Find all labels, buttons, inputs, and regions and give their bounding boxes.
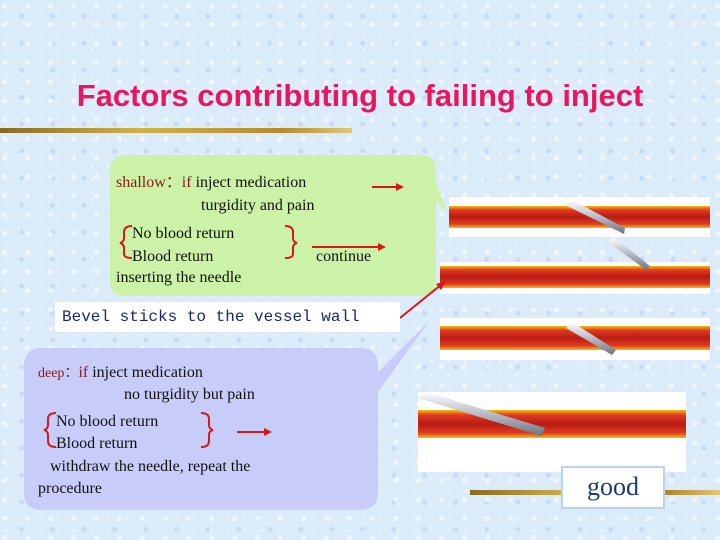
shallow-line-1-text: inject medication [191,174,307,191]
needle-icon [566,322,616,355]
pointer-arrow-head [436,281,446,290]
vessel-deep [440,318,710,360]
deep-line-5: withdraw the needle, repeat the [50,458,251,475]
deep-line-2: no turgidity but pain [124,386,255,403]
shallow-callout-shape [110,155,448,296]
right-brace-icon [200,412,214,448]
vessel-shallow [449,197,710,237]
shallow-line-2: turgidity and pain [201,197,315,214]
deep-callout-shape [24,320,430,510]
deep-line-4: Blood return [56,435,138,452]
deep-line-1-text: inject medication [88,364,203,381]
needle-icon [418,392,545,436]
deep-keyword: deep： [38,366,79,381]
slide-title: Factors contributing to failing to injec… [76,78,644,113]
shallow-keyword: shallow： [116,174,182,191]
bevel-label: Bevel sticks to the vessel wall [55,302,400,332]
left-brace-icon [43,412,57,448]
deep-line-6: procedure [38,480,102,497]
vessel-bevel-wall [440,237,710,294]
shallow-if: if [181,174,192,191]
pointer-arrow-line [399,283,443,319]
title-underline-rule [0,128,352,133]
needle-icon [565,200,625,234]
deep-line-3: No blood return [56,413,159,430]
shallow-line-3: No blood return [132,225,235,242]
shallow-line-1: shallow：if inject medication [116,175,306,191]
good-label: good [561,466,665,509]
shallow-line-5: inserting the needle [116,269,242,286]
arrow-right-icon [378,243,386,251]
vessel-good [418,392,686,472]
shallow-line-4: Blood return [132,248,214,265]
arrow-right-icon [264,428,272,436]
right-brace-icon [284,225,298,259]
left-brace-icon [119,225,133,259]
deep-if: if [78,364,89,381]
needle-icon [608,237,650,270]
shallow-result: continue [316,248,372,265]
arrow-right-icon [396,183,404,191]
deep-line-1: deep：if inject medication [38,365,203,381]
